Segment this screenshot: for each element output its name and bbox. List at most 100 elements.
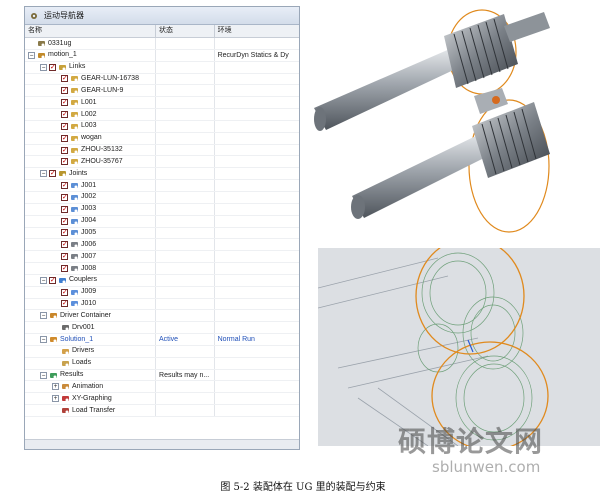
name-cell: ✓ZHOU-35132 — [25, 144, 157, 156]
environment-cell: Normal Run — [217, 336, 255, 344]
checkbox[interactable]: ✓ — [61, 158, 68, 166]
checkbox[interactable]: ✓ — [61, 193, 68, 201]
joint2-icon — [71, 254, 78, 260]
collapse-icon[interactable]: − — [40, 336, 47, 344]
environment-cell — [215, 62, 299, 73]
checkbox[interactable]: ✓ — [49, 170, 56, 178]
checkbox[interactable]: ✓ — [61, 110, 68, 118]
column-header-name[interactable]: 名称 — [25, 25, 157, 37]
name-cell: ✓J009 — [25, 286, 157, 298]
checkbox[interactable]: ✓ — [61, 87, 68, 95]
tree-item-label: Joints — [69, 169, 88, 177]
tree-row-0331ug[interactable]: 0331ug — [25, 38, 299, 50]
tree-row-j006[interactable]: ✓J006 — [25, 239, 299, 252]
name-cell: ✓J008 — [25, 263, 157, 274]
link-icon — [71, 100, 78, 106]
status-cell — [156, 274, 215, 286]
column-header-environment[interactable]: 环境 — [217, 27, 232, 34]
tree-row-couplers[interactable]: −✓Couplers — [25, 274, 299, 287]
tree-row-loads[interactable]: Loads — [25, 357, 299, 370]
checkbox[interactable]: ✓ — [61, 134, 68, 142]
checkbox[interactable]: ✓ — [61, 146, 68, 154]
environment-cell — [215, 239, 299, 250]
status-cell — [156, 286, 215, 298]
tree-row-j007[interactable]: ✓J007 — [25, 251, 299, 264]
horizontal-scrollbar[interactable] — [25, 439, 299, 449]
collapse-icon[interactable]: − — [40, 371, 47, 379]
tree-row-xy-graphing[interactable]: +XY-Graphing — [25, 393, 299, 406]
tree-row-j009[interactable]: ✓J009 — [25, 286, 299, 299]
checkbox[interactable]: ✓ — [61, 288, 68, 296]
checkbox[interactable]: ✓ — [49, 63, 56, 71]
tree-row-zhou-35132[interactable]: ✓ZHOU-35132 — [25, 144, 299, 157]
checkbox[interactable]: ✓ — [61, 217, 68, 225]
name-cell: ✓J005 — [25, 227, 157, 239]
tree-row-j008[interactable]: ✓J008 — [25, 263, 299, 275]
tree-row-zhou-35767[interactable]: ✓ZHOU-35767 — [25, 156, 299, 169]
tree-item-label: J004 — [81, 217, 97, 225]
checkbox[interactable]: ✓ — [61, 182, 68, 190]
collapse-icon[interactable]: − — [40, 63, 47, 71]
tree-row-animation[interactable]: +Animation — [25, 381, 299, 394]
status-cell — [156, 215, 215, 227]
tree-row-links[interactable]: −✓Links — [25, 61, 299, 74]
tree-row-l003[interactable]: ✓ L003 — [25, 120, 299, 133]
collapse-icon[interactable]: − — [40, 276, 47, 284]
name-cell: 0331ug — [25, 38, 157, 49]
checkbox[interactable]: ✓ — [61, 205, 68, 213]
tree-row-j004[interactable]: ✓ J004 — [25, 215, 299, 228]
tree-row-j002[interactable]: ✓J002 — [25, 191, 299, 204]
name-cell: ✓ L003 — [25, 120, 157, 132]
collapse-icon[interactable]: − — [40, 170, 47, 178]
checkbox[interactable]: ✓ — [61, 75, 68, 83]
orbit-circles — [415, 248, 549, 446]
tree-row-wogan[interactable]: ✓wogan — [25, 132, 299, 145]
checkbox[interactable]: ✓ — [61, 300, 68, 308]
tree-row-gear-lun-9[interactable]: ✓GEAR-LUN-9 — [25, 85, 299, 98]
tree-row-load-transfer[interactable]: Load Transfer — [25, 405, 299, 417]
checkbox[interactable]: ✓ — [61, 264, 68, 272]
collapse-icon[interactable]: − — [40, 312, 47, 320]
navigator-title: 运动导航器 — [44, 11, 84, 20]
expand-icon[interactable]: + — [52, 383, 59, 391]
tree-row-gear-lun-16738[interactable]: ✓GEAR-LUN-16738 — [25, 73, 299, 86]
environment-cell — [215, 168, 299, 179]
wireframe-gear-render — [318, 248, 600, 446]
checkbox[interactable]: ✓ — [61, 253, 68, 261]
checkbox[interactable]: ✓ — [49, 276, 56, 284]
column-header-status[interactable]: 状态 — [156, 25, 215, 37]
checkbox[interactable]: ✓ — [61, 122, 68, 130]
tree-row-j005[interactable]: ✓J005 — [25, 227, 299, 240]
environment-cell — [215, 97, 299, 108]
checkbox[interactable]: ✓ — [61, 241, 68, 249]
name-cell: − motion_1 — [25, 49, 157, 61]
tree-item-label: L003 — [81, 122, 97, 130]
tree-row-l001[interactable]: ✓L001 — [25, 97, 299, 110]
tree-row-joints[interactable]: −✓ Joints — [25, 168, 299, 181]
environment-cell — [215, 346, 299, 357]
drivers-icon — [62, 348, 69, 355]
name-cell: ✓J010 — [25, 298, 157, 310]
links-icon — [59, 64, 66, 71]
expand-icon[interactable]: + — [52, 395, 59, 403]
name-cell: ✓J001 — [25, 180, 157, 191]
checkbox[interactable]: ✓ — [61, 99, 68, 107]
tree-row-j001[interactable]: ✓J001 — [25, 180, 299, 192]
tree-row-j010[interactable]: ✓J010 — [25, 298, 299, 311]
environment-cell — [215, 322, 299, 333]
status-cell — [156, 191, 215, 203]
name-cell: −Driver Container — [25, 310, 157, 322]
collapse-icon[interactable]: − — [28, 51, 35, 59]
tree-row-driver-container[interactable]: −Driver Container — [25, 310, 299, 323]
link-icon — [71, 147, 78, 154]
environment-cell — [215, 145, 299, 156]
tree-row-j003[interactable]: ✓J003 — [25, 203, 299, 216]
tree-item-label: motion_1 — [48, 51, 77, 59]
tree-row-drivers[interactable]: Drivers — [25, 345, 299, 358]
tree-row-l002[interactable]: ✓L002 — [25, 109, 299, 121]
checkbox[interactable]: ✓ — [61, 229, 68, 237]
tree-row-drv001[interactable]: Drv001 — [25, 322, 299, 335]
